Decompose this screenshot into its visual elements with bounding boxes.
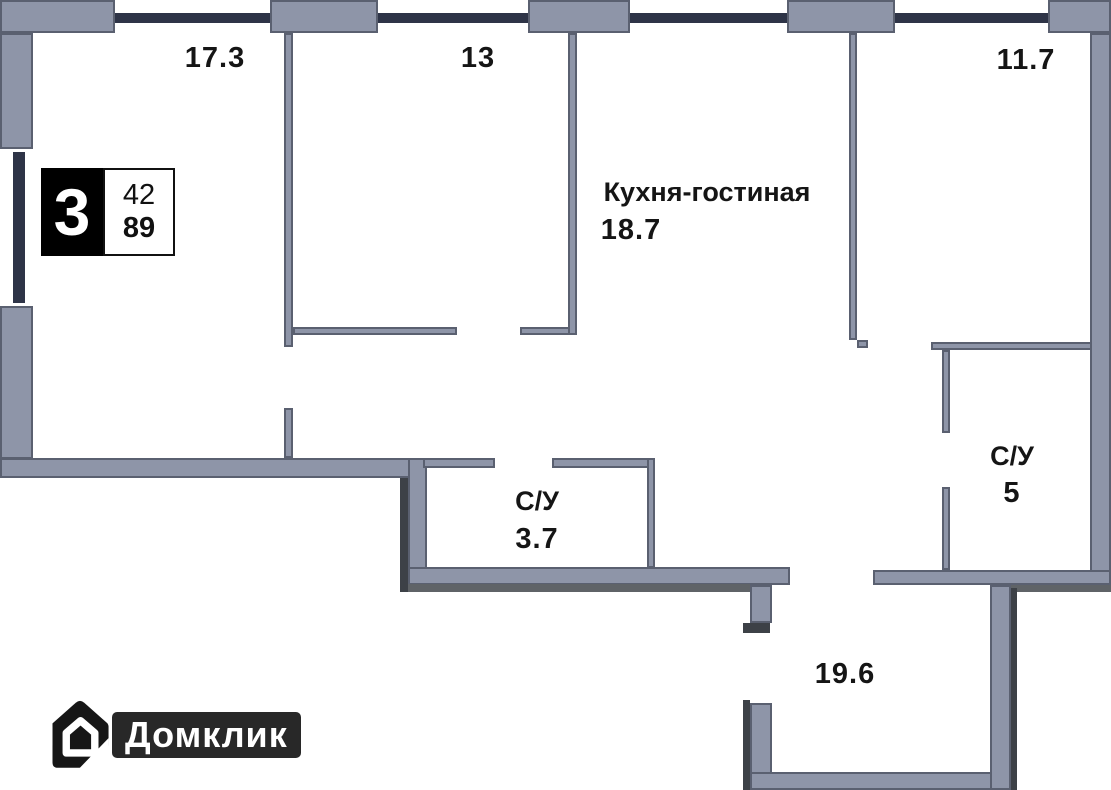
wall-hall-bottom <box>750 772 1011 790</box>
bathroom-big-name-label: С/У <box>990 441 1034 471</box>
window-icon <box>895 13 1048 23</box>
wall-shadow <box>1011 588 1017 790</box>
wall-room-a-stub <box>284 408 293 458</box>
wall-room-a-b <box>284 33 293 347</box>
domclick-watermark: Домклик <box>112 712 301 758</box>
wall-bath-small-top-left <box>423 458 495 468</box>
wall-top-2 <box>270 0 378 33</box>
wall-left-lower <box>0 306 33 459</box>
wall-bath-big-left-lower <box>942 487 950 570</box>
wall-shadow <box>1011 585 1111 592</box>
wall-kitchen-room-c-foot <box>857 340 868 348</box>
wall-bath-big-left-upper <box>942 350 950 433</box>
hallway-area-label: 19.6 <box>814 658 876 690</box>
bathroom-big-area-label: 5 <box>1003 477 1021 509</box>
wall-shadow <box>743 700 750 790</box>
wall-room-b-bottom-1 <box>293 327 457 335</box>
wall-bath-big-bottom <box>873 570 1111 585</box>
badge-value-top: 42 <box>122 178 156 211</box>
wall-top-1 <box>0 0 115 33</box>
wall-top-5 <box>1048 0 1111 33</box>
badge-values: 42 89 <box>103 168 175 256</box>
wall-right <box>1090 33 1111 586</box>
domclick-house-icon <box>52 700 109 772</box>
wall-shadow <box>400 478 408 592</box>
wall-hall-left-tab <box>750 585 772 623</box>
window-icon <box>13 152 25 303</box>
bathroom-small-area-label: 3.7 <box>515 523 559 555</box>
wall-shadow <box>408 584 750 592</box>
wall-shadow <box>743 623 770 633</box>
bathroom-small-name-label: С/У <box>515 486 559 516</box>
kitchen-living-area-label: 18.7 <box>600 214 662 246</box>
window-icon <box>115 13 270 23</box>
kitchen-living-name-label: Кухня-гостиная <box>603 177 811 207</box>
wall-bath-small-left <box>408 458 427 585</box>
wall-hall-right <box>990 585 1011 790</box>
room-c-area-label: 11.7 <box>996 44 1056 76</box>
wall-bath-small-right <box>647 458 655 568</box>
room-a-area-label: 17.3 <box>184 42 246 74</box>
domclick-brand-text: Домклик <box>125 714 288 755</box>
window-icon <box>630 13 787 23</box>
wall-corridor-bottom <box>408 567 790 585</box>
wall-kitchen-room-c <box>849 33 857 340</box>
wall-room-b-kitchen <box>568 33 577 335</box>
badge-value-bottom: 89 <box>122 212 156 244</box>
room-b-area-label: 13 <box>460 42 496 74</box>
badge-room-count: 3 <box>41 168 103 256</box>
wall-top-4 <box>787 0 895 33</box>
window-icon <box>378 13 528 23</box>
wall-bath-big-top <box>931 342 1092 350</box>
wall-bottom-thick <box>0 458 423 478</box>
wall-left-upper <box>0 33 33 149</box>
wall-bath-small-top-right <box>552 458 655 468</box>
wall-top-3 <box>528 0 630 33</box>
badge-room-count-value: 3 <box>53 175 91 249</box>
